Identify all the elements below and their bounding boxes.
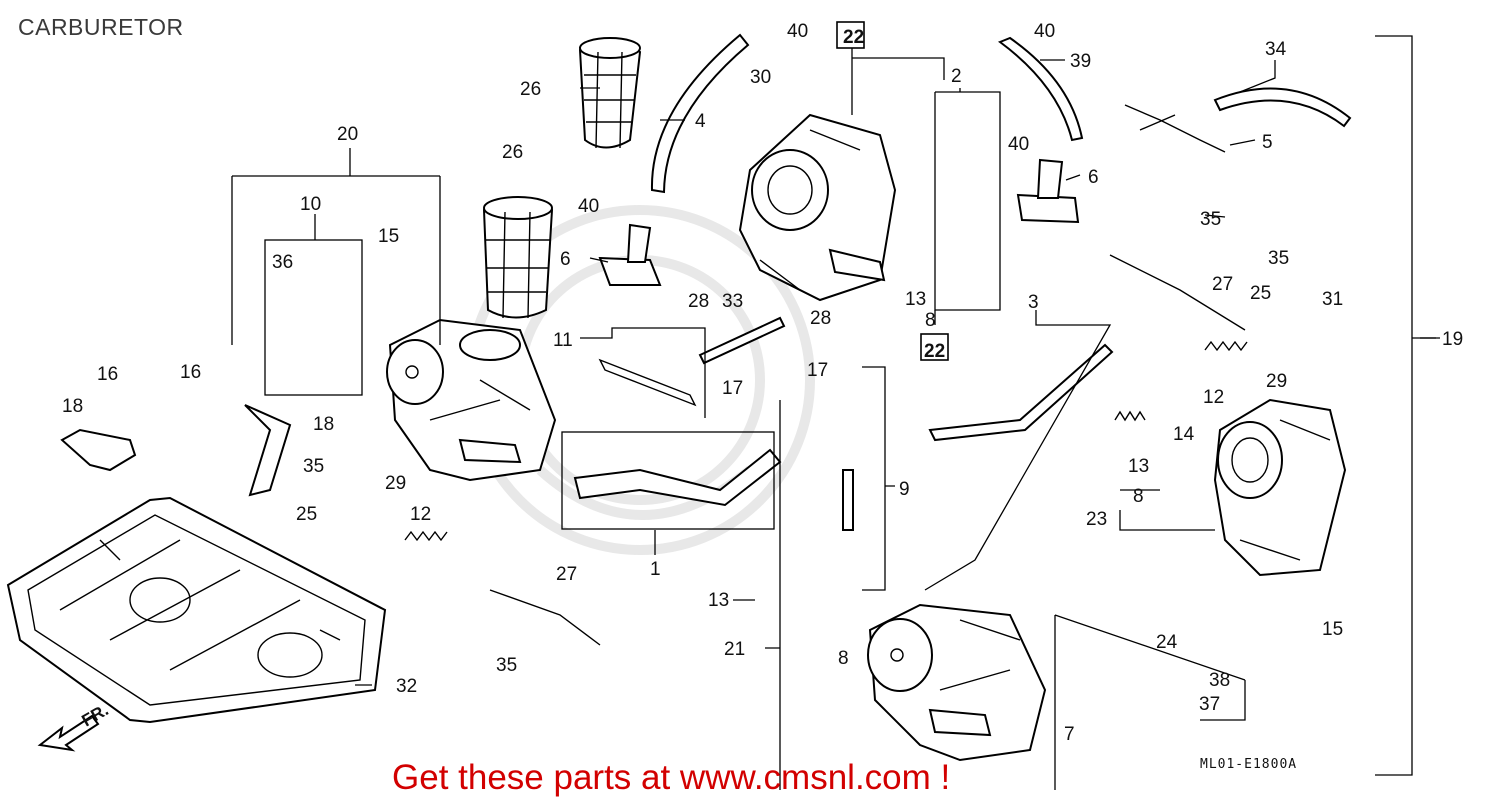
stay-18-right-drawing	[244, 404, 292, 497]
callout-13: 13	[708, 590, 729, 611]
callout-37: 37	[1199, 694, 1220, 715]
callout-35: 35	[1268, 248, 1289, 269]
air-funnel-lower-drawing	[482, 196, 554, 319]
callout-14: 14	[1173, 424, 1195, 445]
callout-40: 40	[787, 21, 808, 42]
vent-tube-33-drawing	[698, 316, 786, 365]
callout-18: 18	[62, 396, 83, 417]
vent-hose-39-drawing	[997, 36, 1084, 142]
airbox-drawing	[6, 496, 387, 724]
air-funnel-upper-drawing	[578, 37, 642, 149]
callout-28: 28	[810, 308, 831, 329]
callout-17: 17	[722, 378, 743, 399]
spring-12-left-drawing	[404, 530, 448, 542]
callout-13: 13	[1128, 456, 1149, 477]
callout-19: 19	[1442, 329, 1463, 350]
callout-13: 13	[905, 289, 926, 310]
fuel-hose-34-drawing	[1213, 87, 1352, 128]
diagram-code: ML01-E1800A	[1200, 757, 1297, 772]
callout-12: 12	[410, 504, 431, 525]
callout-22: 22	[924, 341, 945, 362]
choke-rod-27-lower-drawing	[489, 589, 601, 646]
carburetor-bottom-drawing	[867, 603, 1047, 762]
callout-10: 10	[300, 194, 321, 215]
callout-36: 36	[272, 252, 293, 273]
callout-23: 23	[1086, 509, 1107, 530]
carburetor-top-drawing	[738, 113, 897, 302]
callout-24: 24	[1156, 632, 1178, 653]
throttle-link-3-drawing	[928, 343, 1114, 442]
vent-hose-4-drawing	[650, 33, 750, 194]
callout-12: 12	[1203, 387, 1224, 408]
callout-28: 28	[688, 291, 709, 312]
callout-box-22-top	[836, 21, 865, 49]
spring-14-drawing	[1114, 410, 1146, 422]
callout-38: 38	[1209, 670, 1230, 691]
carburetor-left-drawing	[386, 318, 557, 482]
callout-29: 29	[1266, 371, 1287, 392]
callout-6: 6	[560, 249, 571, 270]
callout-35: 35	[303, 456, 324, 477]
fuel-joint-right-drawing	[1016, 158, 1080, 224]
callout-3: 3	[1028, 292, 1039, 313]
screw-9-drawing	[842, 469, 854, 531]
callout-box-22-mid	[920, 333, 949, 361]
callout-4: 4	[695, 111, 706, 132]
page-title: CARBURETOR	[18, 14, 184, 40]
callout-27: 27	[1212, 274, 1233, 295]
callout-7: 7	[1064, 724, 1075, 745]
callout-17: 17	[807, 360, 828, 381]
callout-29: 29	[385, 473, 406, 494]
callout-6: 6	[1088, 167, 1099, 188]
callout-27: 27	[556, 564, 577, 585]
callout-31: 31	[1322, 289, 1343, 310]
callout-9: 9	[899, 479, 910, 500]
callout-16: 16	[180, 362, 201, 383]
callout-2: 2	[951, 66, 962, 87]
front-direction-arrow: FR.	[37, 700, 112, 752]
callout-26: 26	[502, 142, 523, 163]
carburetor-right-drawing	[1213, 398, 1347, 577]
choke-rod-27-upper-drawing	[1109, 254, 1246, 331]
callout-8: 8	[925, 310, 936, 331]
callout-33: 33	[722, 291, 743, 312]
spring-12-right-drawing	[1204, 340, 1248, 352]
callout-5: 5	[1262, 132, 1273, 153]
callout-26: 26	[520, 79, 541, 100]
callout-18: 18	[313, 414, 334, 435]
callout-35: 35	[1200, 209, 1221, 230]
callout-40: 40	[1008, 134, 1029, 155]
callout-39: 39	[1070, 51, 1091, 72]
callout-8: 8	[1133, 486, 1144, 507]
callout-11: 11	[553, 330, 573, 351]
callout-25: 25	[296, 504, 317, 525]
callout-1: 1	[650, 559, 661, 580]
callout-8: 8	[838, 648, 849, 669]
link-plate-11-drawing	[598, 358, 697, 407]
callout-35: 35	[496, 655, 517, 676]
fuel-joint-left-drawing	[598, 223, 662, 286]
callout-21: 21	[724, 639, 745, 660]
stay-18-left-drawing	[60, 428, 137, 472]
callout-20: 20	[337, 124, 358, 145]
callout-15: 15	[1322, 619, 1343, 640]
parts-promo-link[interactable]: Get these parts at www.cmsnl.com !	[392, 758, 951, 797]
callout-25: 25	[1250, 283, 1271, 304]
leader-lines	[231, 35, 1440, 790]
callout-15: 15	[378, 226, 399, 247]
callout-40: 40	[1034, 21, 1055, 42]
callout-32: 32	[396, 676, 417, 697]
callout-30: 30	[750, 67, 771, 88]
callout-34: 34	[1265, 39, 1287, 60]
callout-16: 16	[97, 364, 118, 385]
fuel-tube-5-drawing	[1124, 104, 1226, 153]
callout-22: 22	[843, 27, 864, 48]
callout-40: 40	[578, 196, 599, 217]
